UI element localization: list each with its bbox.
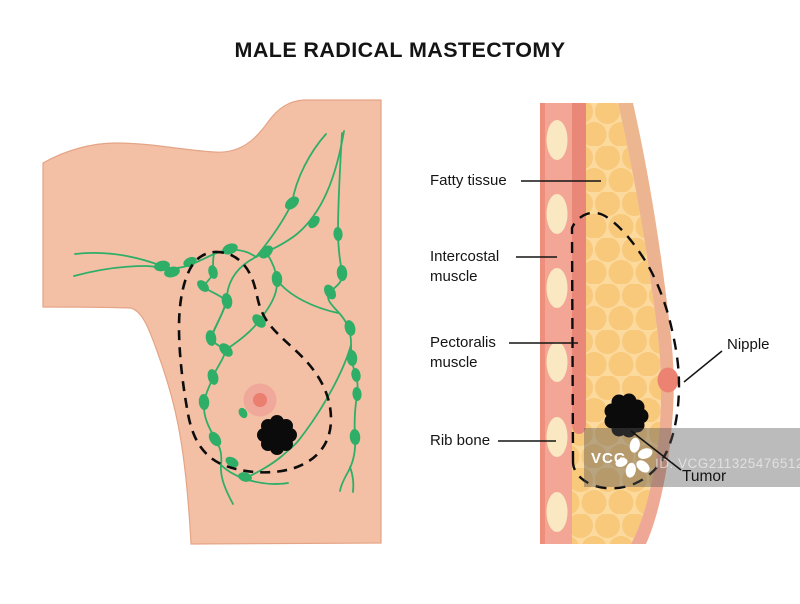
label-nipple: Nipple: [727, 336, 770, 353]
watermark-bar: VCG ID: VCG211325476512: [584, 428, 800, 487]
label-pectoralis-muscle: Pectoralis muscle: [430, 334, 496, 371]
label-intercostal-muscle: Intercostal muscle: [430, 248, 500, 285]
tumor-front: [257, 415, 297, 455]
tumor-cross-section: [604, 393, 649, 438]
vcg-flower-logo-icon: [615, 437, 653, 478]
excision-outline-cross-section: [570, 211, 681, 490]
label-rib-bone: Rib bone: [430, 432, 491, 449]
rib-bones: [546, 120, 568, 532]
lymph-nodes: [154, 196, 362, 482]
label-fatty-tissue: Fatty tissue: [430, 172, 507, 189]
nipple-pointer-line: [683, 350, 723, 383]
page-title: MALE RADICAL MASTECTOMY: [234, 38, 566, 62]
label-pointer-lines: [498, 180, 723, 442]
excision-outline-front: [177, 250, 333, 474]
intercostal-muscle-layer: [540, 103, 572, 544]
torso-front-view: [42, 99, 382, 545]
watermark-id-text: ID: VCG211325476512: [655, 456, 800, 471]
nipple-front: [243, 383, 277, 417]
label-tumor: Tumor: [682, 468, 727, 485]
pectoralis-muscle-layer: [572, 103, 586, 434]
nipple-profile: [657, 367, 679, 393]
torso-shape: [42, 99, 382, 545]
